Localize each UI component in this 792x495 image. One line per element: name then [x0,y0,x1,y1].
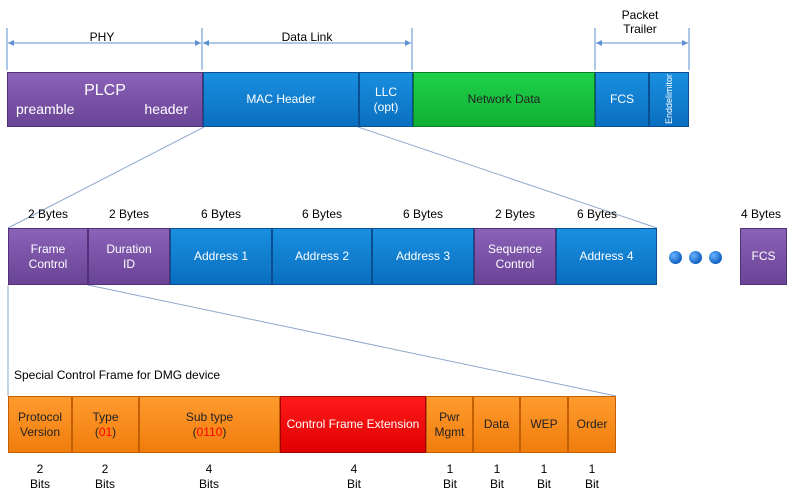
size-fcs: 4 Bytes [740,207,782,221]
data-field: Data [473,396,520,453]
sequence-label-1: Sequence [487,241,543,256]
pwr-label-2: Mgmt [434,424,465,439]
size-duration: 2 Bytes [108,207,150,221]
protocol-version-field: Protocol Version [8,396,72,453]
address4-field: Address 4 [556,228,657,285]
ellipsis-dot-1 [669,251,682,264]
trailer-label: Trailer [623,22,657,36]
duration-label-2: ID [123,256,135,271]
order-field: Order [568,396,616,453]
duration-label-1: Duration [106,241,152,256]
pwr-mgmt-field: Pwr Mgmt [426,396,473,453]
type-value: 01 [98,424,113,439]
llc-opt-label: (opt) [373,99,399,114]
size-address3: 6 Bytes [402,207,444,221]
pwr-label-1: Pwr [439,409,460,424]
size-sequence: 2 Bytes [494,207,536,221]
packet-label: Packet [621,8,659,22]
ellipsis-dot-3 [709,251,722,264]
plcp-header: header [144,101,188,117]
mac-fcs-field: FCS [740,228,787,285]
ellipsis-dot-2 [689,251,702,264]
type-field: Type (01) [72,396,139,453]
subtype-value: 0110 [196,424,223,439]
plcp-block: PLCP preamble header [7,72,203,127]
delimitor-label: delimitor [664,74,674,109]
data-link-label: Data Link [281,30,333,44]
end-label: End [664,108,674,125]
subtype-label: Sub type [185,409,234,424]
size-frame-control: 2 Bytes [27,207,69,221]
type-label: Type [92,409,119,424]
control-frame-extension-field: Control Frame Extension [280,396,426,453]
top-fcs-block: FCS [595,72,649,127]
frame-control-label-2: Control [28,256,68,271]
duration-id-field: Duration ID [88,228,170,285]
address2-field: Address 2 [272,228,372,285]
llc-block: LLC (opt) [359,72,413,127]
phy-label: PHY [89,30,115,44]
protocol-label-1: Protocol [17,409,63,424]
end-delimitor-block: End delimitor [649,72,689,127]
sequence-control-field: Sequence Control [474,228,556,285]
wep-field: WEP [520,396,568,453]
size-address4: 6 Bytes [576,207,618,221]
plcp-preamble: preamble [16,101,75,117]
address1-field: Address 1 [170,228,272,285]
size-address1: 6 Bytes [200,207,242,221]
protocol-label-2: Version [19,424,61,439]
address3-field: Address 3 [372,228,474,285]
subtype-field: Sub type (0110) [139,396,280,453]
mac-header-block: MAC Header [203,72,359,127]
network-data-block: Network Data [413,72,595,127]
frame-control-field: Frame Control [8,228,88,285]
sequence-label-2: Control [495,256,535,271]
plcp-title: PLCP [84,82,126,99]
llc-label: LLC [374,84,397,99]
size-address2: 6 Bytes [301,207,343,221]
control-frame-title: Special Control Frame for DMG device [14,368,221,382]
frame-control-label-1: Frame [30,241,66,256]
